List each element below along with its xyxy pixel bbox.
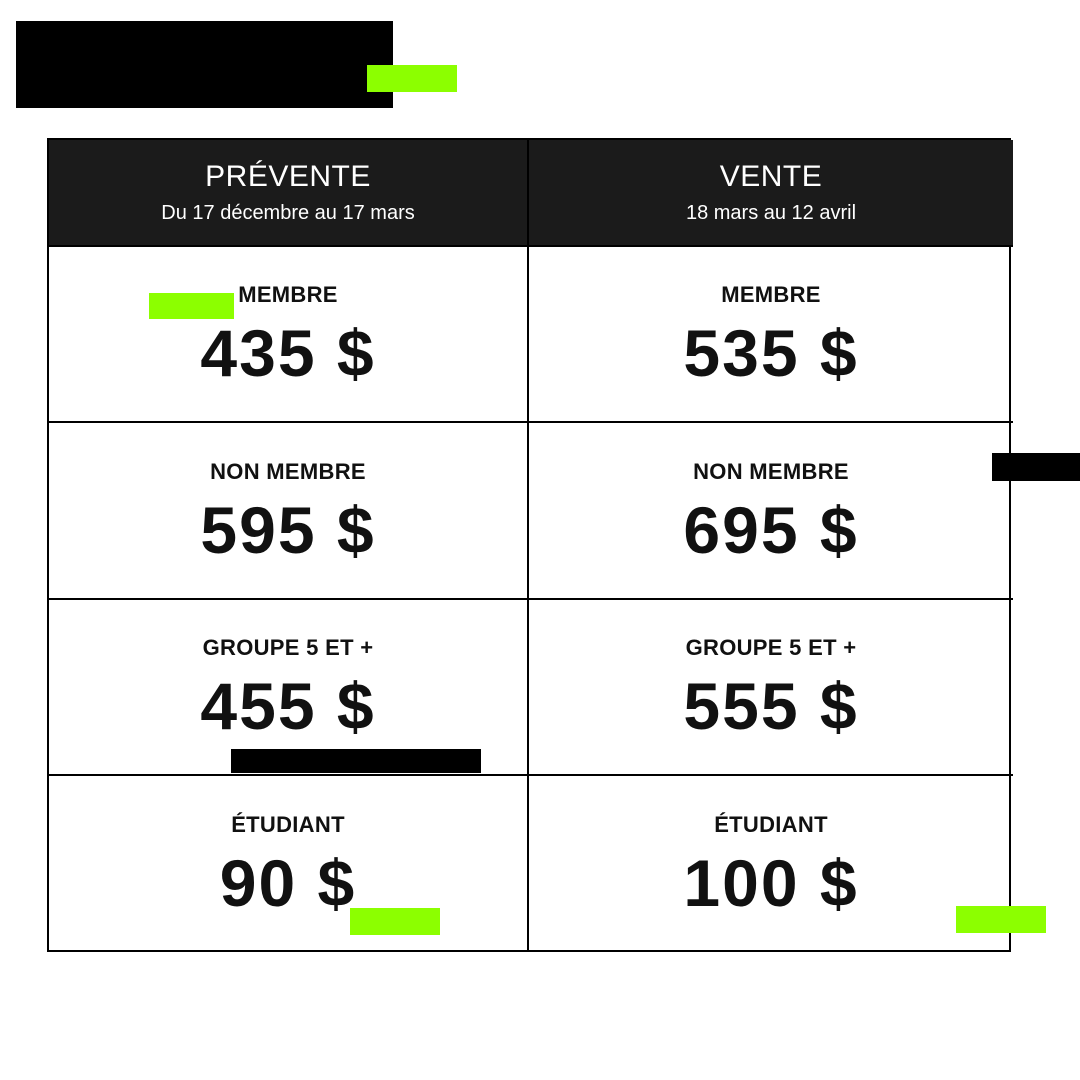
price-label: GROUPE 5 ET + <box>202 635 374 660</box>
price-label: NON MEMBRE <box>210 458 366 484</box>
price-cell-prevente-etudiant: ÉTUDIANT 90 $ <box>49 774 529 952</box>
top-black-banner <box>16 21 393 108</box>
green-accent-bar <box>149 293 234 319</box>
price-label: NON MEMBRE <box>693 458 849 484</box>
header-subtitle: Du 17 décembre au 17 mars <box>161 202 415 224</box>
price-cell-prevente-membre: MEMBRE 435 $ <box>49 245 529 421</box>
black-accent-bar <box>992 453 1080 481</box>
price-label: ÉTUDIANT <box>231 812 345 837</box>
price-value: 695 $ <box>683 492 859 567</box>
header-prevente: PRÉVENTE Du 17 décembre au 17 mars <box>49 140 529 245</box>
green-accent-bar <box>350 908 440 935</box>
price-value: 555 $ <box>683 669 859 743</box>
price-cell-vente-membre: MEMBRE 535 $ <box>529 245 1013 421</box>
header-title: VENTE <box>719 160 823 193</box>
price-cell-vente-groupe: GROUPE 5 ET + 555 $ <box>529 598 1013 774</box>
header-vente: VENTE 18 mars au 12 avril <box>529 140 1013 245</box>
price-value: 100 $ <box>683 846 859 920</box>
price-value: 595 $ <box>200 492 376 567</box>
price-value: 455 $ <box>200 669 376 743</box>
price-cell-prevente-groupe: GROUPE 5 ET + 455 $ <box>49 598 529 774</box>
price-label: MEMBRE <box>238 282 338 307</box>
green-accent-bar <box>367 65 457 92</box>
price-cell-vente-etudiant: ÉTUDIANT 100 $ <box>529 774 1013 952</box>
black-accent-bar <box>231 749 481 773</box>
green-accent-bar <box>956 906 1046 933</box>
price-value: 90 $ <box>219 846 357 920</box>
price-label: GROUPE 5 ET + <box>685 635 857 660</box>
price-label: MEMBRE <box>721 282 821 307</box>
price-value: 535 $ <box>683 316 859 390</box>
price-cell-vente-non-membre: NON MEMBRE 695 $ <box>529 421 1013 598</box>
header-subtitle: 18 mars au 12 avril <box>685 202 857 224</box>
price-label: ÉTUDIANT <box>714 812 828 837</box>
price-value: 435 $ <box>200 316 376 390</box>
price-cell-prevente-non-membre: NON MEMBRE 595 $ <box>49 421 529 598</box>
pricing-table: PRÉVENTE Du 17 décembre au 17 mars VENTE… <box>47 138 1013 952</box>
header-title: PRÉVENTE <box>205 160 371 193</box>
